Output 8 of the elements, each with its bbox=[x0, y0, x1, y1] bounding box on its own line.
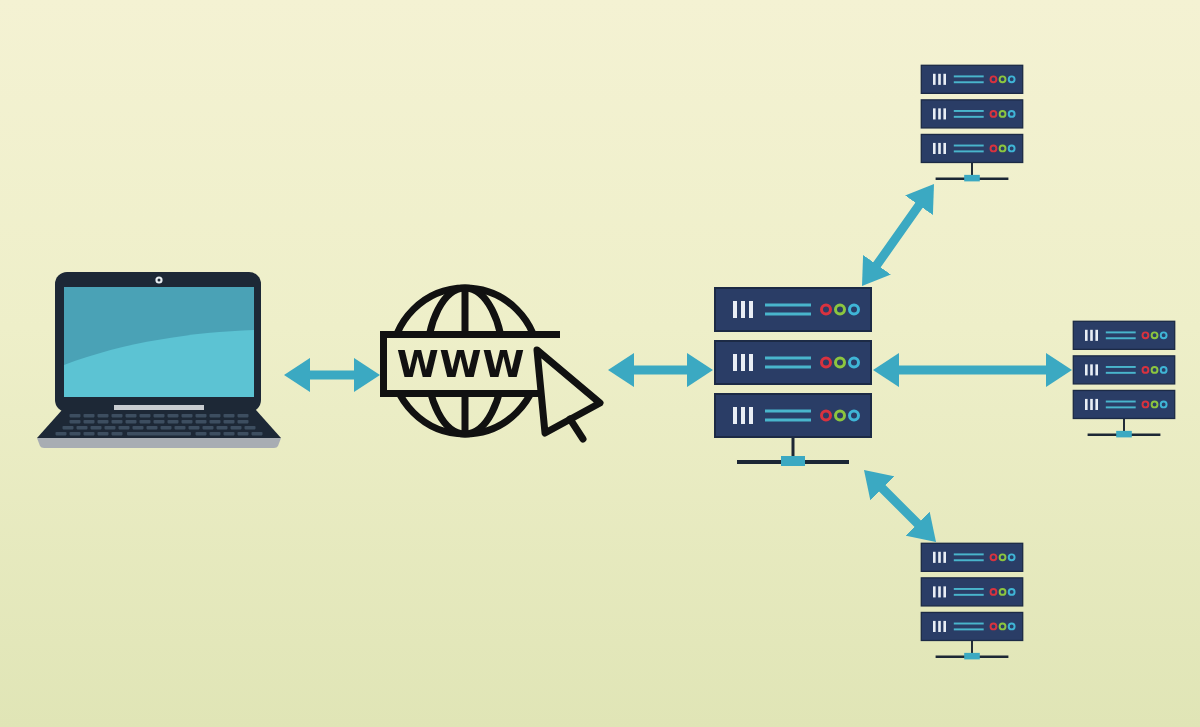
server-rack-icon bbox=[920, 542, 1024, 662]
double-arrow bbox=[608, 353, 713, 388]
double-arrow bbox=[873, 353, 1072, 388]
double-arrow bbox=[284, 357, 380, 392]
laptop-icon bbox=[34, 270, 284, 450]
server-rack-icon bbox=[920, 64, 1024, 184]
server-rack-icon bbox=[1072, 320, 1176, 440]
www-label: WWW bbox=[396, 345, 526, 383]
